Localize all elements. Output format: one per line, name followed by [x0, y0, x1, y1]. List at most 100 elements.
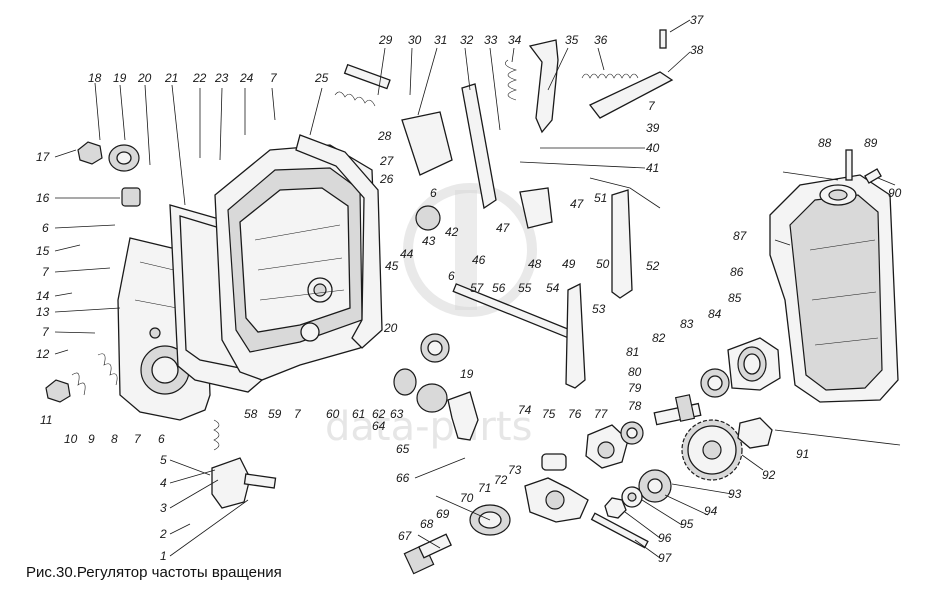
callout-15: 15 — [36, 244, 50, 258]
bearing-81-housing — [727, 337, 781, 391]
plug-42 — [415, 205, 441, 231]
lever-35 — [528, 39, 559, 134]
callout-78: 78 — [628, 399, 642, 413]
callout-14: 14 — [36, 289, 50, 303]
callout-59: 59 — [268, 407, 282, 421]
callout-28: 28 — [377, 129, 392, 143]
spring-9 — [97, 353, 118, 386]
bracket-31 — [401, 111, 453, 176]
callout-65: 65 — [396, 442, 410, 456]
main-housing — [214, 144, 379, 381]
screw-89 — [864, 168, 882, 184]
lever-38 — [588, 71, 674, 119]
callout-6d: 6 — [448, 269, 455, 283]
callout-47b: 47 — [570, 197, 585, 211]
callout-7e: 7 — [648, 99, 656, 113]
callout-81: 81 — [626, 345, 639, 359]
callout-55: 55 — [518, 281, 532, 295]
bearing-77 — [620, 421, 644, 445]
spring-10 — [71, 372, 86, 396]
callout-57: 57 — [470, 281, 485, 295]
callout-7: 7 — [134, 432, 142, 446]
callout-93: 93 — [728, 487, 742, 501]
sleeve-75 — [541, 453, 567, 471]
callout-6c: 6 — [430, 186, 437, 200]
callout-74: 74 — [518, 403, 532, 417]
callout-35: 35 — [565, 33, 579, 47]
washer-95 — [621, 486, 643, 508]
callout-41: 41 — [646, 161, 659, 175]
callout-25: 25 — [314, 71, 329, 85]
callout-54: 54 — [546, 281, 560, 295]
callout-6: 6 — [158, 432, 165, 446]
callout-13: 13 — [36, 305, 50, 319]
callout-47: 47 — [496, 221, 511, 235]
callout-3: 3 — [160, 501, 167, 515]
callout-48: 48 — [528, 257, 542, 271]
callout-80: 80 — [628, 365, 642, 379]
callout-40: 40 — [646, 141, 660, 155]
callout-66: 66 — [396, 471, 410, 485]
nut-17 — [77, 141, 103, 165]
callout-63: 63 — [390, 407, 404, 421]
callout-31: 31 — [434, 33, 447, 47]
lever-32 — [461, 83, 497, 210]
callout-83: 83 — [680, 317, 694, 331]
pin-88 — [845, 149, 853, 181]
bracket-48 — [519, 187, 553, 229]
pin-29 — [343, 63, 391, 90]
callout-6b: 6 — [42, 221, 49, 235]
callout-45: 45 — [385, 259, 399, 273]
gasket-25 — [295, 134, 383, 349]
callout-19: 19 — [113, 71, 127, 85]
callout-16: 16 — [36, 191, 50, 205]
callout-36: 36 — [594, 33, 608, 47]
callout-96: 96 — [658, 531, 672, 545]
callout-73: 73 — [508, 463, 522, 477]
callout-72: 72 — [494, 473, 508, 487]
callout-69: 69 — [436, 507, 450, 521]
callout-88: 88 — [818, 136, 832, 150]
callout-labels: 1 2 3 4 5 6 7 8 9 10 11 12 7 13 14 7 15 … — [36, 13, 902, 565]
weight-93 — [638, 469, 672, 503]
right-housing-87 — [769, 174, 899, 403]
leader-lines — [54, 19, 901, 559]
callout-1: 1 — [160, 549, 167, 563]
spring-36 — [581, 73, 639, 79]
nut-11 — [45, 379, 71, 403]
callout-95: 95 — [680, 517, 694, 531]
callout-7f: 7 — [294, 407, 302, 421]
callout-32: 32 — [460, 33, 474, 47]
callout-77: 77 — [594, 407, 609, 421]
callout-87: 87 — [733, 229, 748, 243]
callout-64: 64 — [372, 419, 386, 433]
watermark-logo — [403, 183, 537, 317]
callout-82: 82 — [652, 331, 666, 345]
callout-61: 61 — [352, 407, 365, 421]
callout-44: 44 — [400, 247, 414, 261]
lever-64 — [447, 391, 479, 441]
callout-12: 12 — [36, 347, 50, 361]
pin-37 — [659, 29, 667, 49]
callout-24: 24 — [239, 71, 254, 85]
callout-21: 21 — [164, 71, 178, 85]
lever-52 — [611, 189, 633, 299]
callout-7b: 7 — [42, 325, 50, 339]
callout-53: 53 — [592, 302, 606, 316]
callout-92: 92 — [762, 468, 776, 482]
nut-96 — [604, 497, 627, 519]
callout-39: 39 — [646, 121, 660, 135]
housing-76-lower — [416, 383, 448, 413]
callout-89: 89 — [864, 136, 878, 150]
callout-56: 56 — [492, 281, 506, 295]
callout-70: 70 — [460, 491, 474, 505]
lever-53 — [565, 282, 586, 389]
callout-86: 86 — [730, 265, 744, 279]
callout-10: 10 — [64, 432, 78, 446]
callout-27: 27 — [379, 154, 395, 168]
callout-23: 23 — [214, 71, 229, 85]
callout-11: 11 — [40, 413, 52, 427]
pin-97 — [590, 512, 649, 549]
callout-33: 33 — [484, 33, 498, 47]
